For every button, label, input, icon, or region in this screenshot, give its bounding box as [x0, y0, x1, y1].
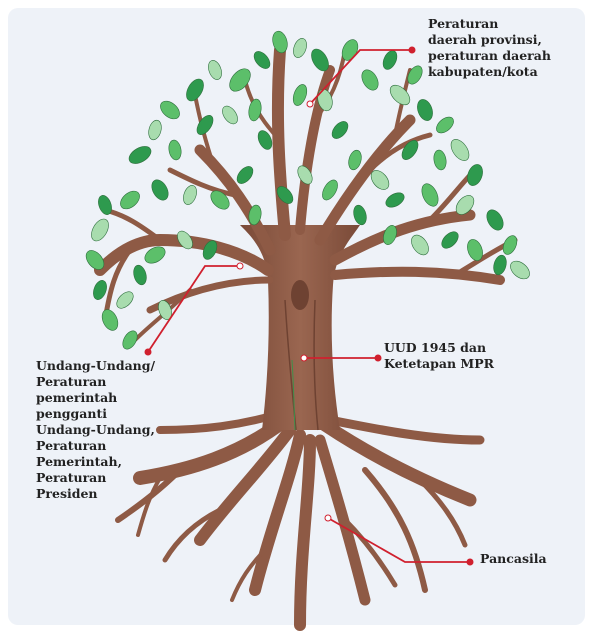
trunk-knot — [291, 280, 309, 310]
label-regional-regulations: Peraturan daerah provinsi, peraturan dae… — [428, 16, 551, 79]
callout-line-foundation — [327, 517, 470, 563]
label-foundation: Pancasila — [480, 551, 547, 566]
callout-line-laws — [147, 265, 240, 353]
callout-lines — [147, 49, 470, 563]
label-constitution: UUD 1945 dan Ketetapan MPR — [384, 340, 495, 371]
tree-trunk — [240, 225, 360, 430]
label-laws-regulations: Undang-Undang/ Peraturan pemerintah peng… — [36, 358, 156, 501]
callout-line-regional — [309, 49, 412, 105]
tree-roots — [115, 411, 485, 631]
callout-dots — [144, 46, 474, 566]
tree-leaves — [85, 30, 530, 350]
